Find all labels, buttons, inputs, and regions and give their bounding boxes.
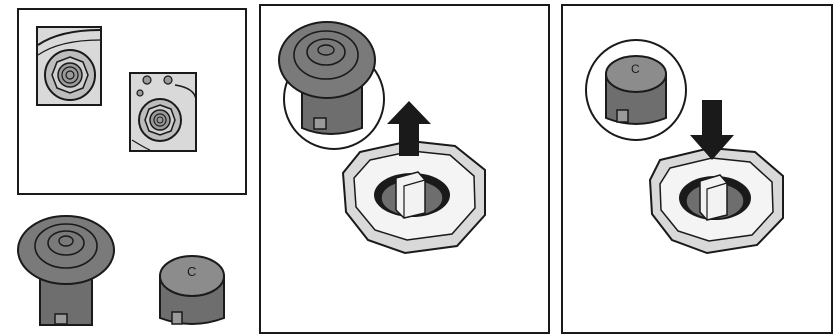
arrow-down-icon	[690, 100, 734, 160]
socket-install	[648, 146, 784, 255]
magnified-plug	[278, 21, 385, 150]
socket-remove	[341, 139, 486, 255]
arrow-up-icon	[387, 101, 431, 156]
magnified-cap-label: C	[631, 62, 640, 76]
large-plug	[17, 215, 115, 326]
small-cap-label: C	[187, 264, 197, 279]
inset-hub-right	[129, 72, 197, 152]
magnified-cap	[585, 39, 687, 141]
inset-hub-left	[36, 26, 102, 106]
small-cap	[159, 255, 225, 325]
